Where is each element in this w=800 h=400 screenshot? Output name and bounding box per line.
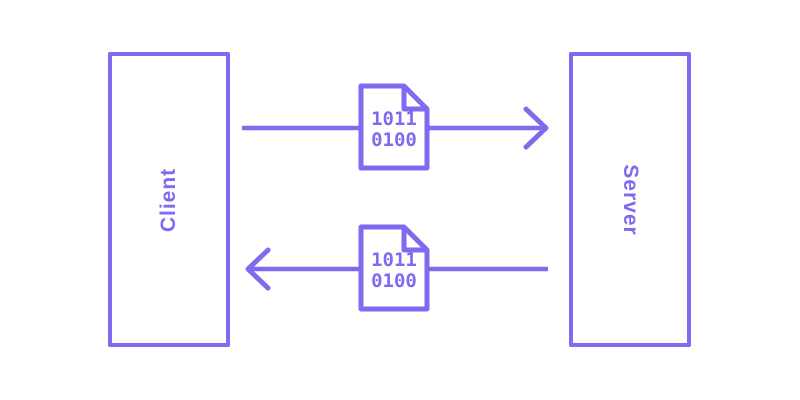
request-payload-line2: 0100 (371, 129, 417, 151)
response-document-icon: 1011 0100 (357, 223, 431, 313)
response-payload-line2: 0100 (371, 270, 417, 292)
request-payload-line1: 1011 (371, 108, 417, 130)
arrowhead-right-icon (523, 106, 549, 150)
arrowhead-left-icon (245, 247, 271, 291)
document-page-icon (358, 83, 430, 171)
response-payload-line1: 1011 (371, 249, 417, 271)
server-label: Server (619, 163, 642, 236)
response-payload: 1011 0100 (357, 250, 431, 292)
client-label: Client (157, 167, 180, 232)
server-node: Server (569, 52, 691, 347)
document-fold-icon (401, 227, 427, 253)
document-page-icon (358, 224, 430, 312)
document-fold-icon (401, 86, 427, 112)
client-node: Client (108, 52, 230, 347)
request-document-icon: 1011 0100 (357, 82, 431, 172)
request-payload: 1011 0100 (357, 109, 431, 151)
